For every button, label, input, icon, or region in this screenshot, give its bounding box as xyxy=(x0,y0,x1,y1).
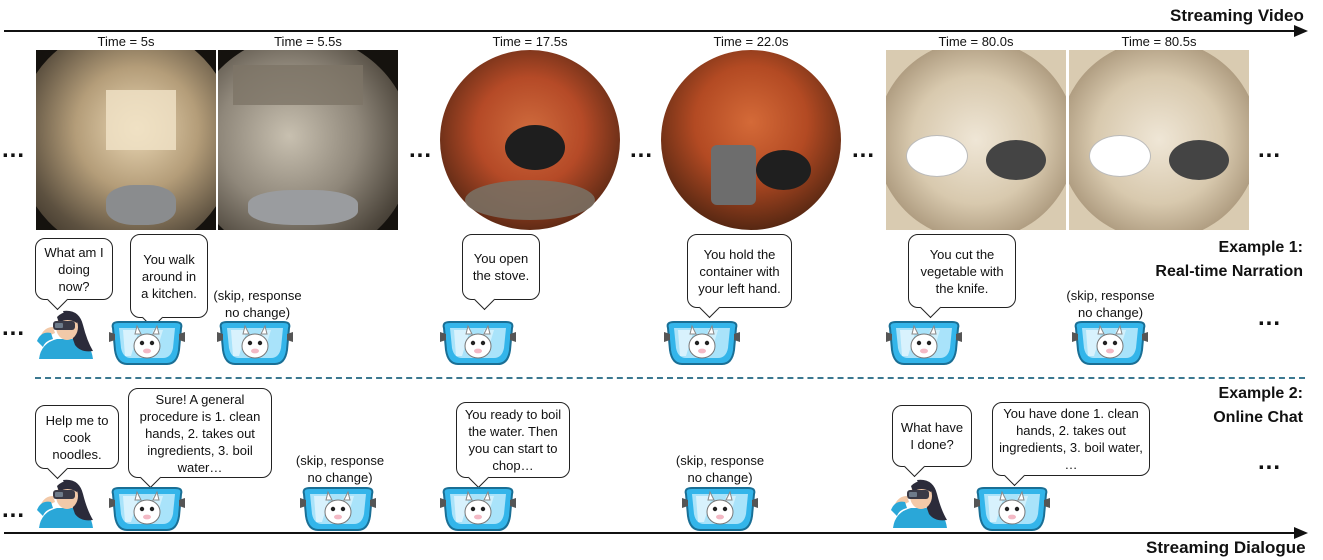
example1-title: Example 1: Real-time Narration xyxy=(1100,236,1303,284)
example2-response-2-text: You ready to boil the water. Then you ca… xyxy=(464,407,562,473)
video-frame-1 xyxy=(36,50,216,230)
example1-response-3: You hold the container with your left ha… xyxy=(687,234,792,319)
example2-user-query-2: What have I done? xyxy=(892,405,972,478)
ellipsis-video-2: ... xyxy=(409,136,433,163)
example1-user-query: What am I doing now? xyxy=(35,238,113,311)
example1-response-4: You cut the vegetable with the knife. xyxy=(908,234,1016,319)
frame-time-1: Time = 5s xyxy=(97,34,155,49)
example1-response-4-text: You cut the vegetable with the knife. xyxy=(920,246,1004,296)
example1-user-icon xyxy=(37,310,93,359)
ellipsis-video-3: ... xyxy=(630,136,654,163)
example2-user-query-1: Help me to cook noodles. xyxy=(35,405,119,480)
example1-response-2: You open the stove. xyxy=(462,234,540,311)
example1-response-3-text: You hold the container with your left ha… xyxy=(698,246,781,296)
example2-skip-note-2: (skip, response no change) xyxy=(675,453,765,485)
frame-time-4: Time = 22.0s xyxy=(713,34,789,49)
example2-assistant-icon-3 xyxy=(440,487,516,531)
example1-assistant-icon-6 xyxy=(1072,321,1148,365)
example1-skip-note-1: (skip, response no change) xyxy=(213,288,302,320)
frame-time-2: Time = 5.5s xyxy=(274,34,342,49)
example2-title-line1: Example 2: xyxy=(1218,385,1303,402)
example1-assistant-icon-2 xyxy=(217,321,293,365)
example2-assistant-icon-2 xyxy=(300,487,376,531)
example1-user-query-text: What am I doing now? xyxy=(44,244,104,294)
streaming-dialogue-axis xyxy=(4,532,1298,534)
frame-time-3: Time = 17.5s xyxy=(492,34,568,49)
example1-assistant-icon-1 xyxy=(109,321,185,365)
example2-user-query-2-text: What have I done? xyxy=(900,420,964,452)
video-frame-3 xyxy=(440,50,620,230)
streaming-video-axis xyxy=(4,30,1298,32)
streaming-dialogue-arrowhead xyxy=(1294,527,1308,539)
video-frame-2 xyxy=(218,50,398,230)
examples-divider xyxy=(35,377,1305,379)
example1-response-2-text: You open the stove. xyxy=(472,251,530,283)
example1-assistant-icon-3 xyxy=(440,321,516,365)
example2-assistant-icon-4 xyxy=(682,487,758,531)
example2-assistant-icon-1 xyxy=(109,487,185,531)
ellipsis-example2-end: ... xyxy=(1258,448,1282,475)
example2-assistant-icon-5 xyxy=(974,487,1050,531)
example1-assistant-icon-5 xyxy=(886,321,962,365)
example2-response-1: Sure! A general procedure is 1. clean ha… xyxy=(128,388,272,489)
video-frame-5 xyxy=(886,50,1066,230)
video-frame-6 xyxy=(1069,50,1249,230)
streaming-video-label: Streaming Video xyxy=(1170,6,1304,25)
example2-response-2: You ready to boil the water. Then you ca… xyxy=(456,402,570,489)
streaming-video-arrowhead xyxy=(1294,25,1308,37)
example2-skip-note-1: (skip, response no change) xyxy=(295,453,385,485)
example2-response-final: You have done 1. clean hands, 2. takes o… xyxy=(992,402,1150,487)
streaming-dialogue-label: Streaming Dialogue xyxy=(1146,538,1306,557)
example2-title-line2: Online Chat xyxy=(1213,409,1303,426)
example2-user-query-1-text: Help me to cook noodles. xyxy=(45,412,109,462)
example2-user-icon-1 xyxy=(37,479,93,528)
ellipsis-example2-start: ... xyxy=(2,496,26,523)
ellipsis-example1-end: ... xyxy=(1258,304,1282,331)
example1-title-line1: Example 1: xyxy=(1218,239,1303,256)
frame-time-6: Time = 80.5s xyxy=(1121,34,1197,49)
ellipsis-video-start: ... xyxy=(2,136,26,163)
example1-response-1-text: You walk around in a kitchen. xyxy=(141,251,197,301)
example1-response-1: You walk around in a kitchen. xyxy=(130,234,208,329)
frame-time-5: Time = 80.0s xyxy=(938,34,1014,49)
example2-response-final-text: You have done 1. clean hands, 2. takes o… xyxy=(999,406,1143,472)
example1-title-line2: Real-time Narration xyxy=(1155,263,1303,280)
example2-user-icon-2 xyxy=(891,479,947,528)
ellipsis-video-end: ... xyxy=(1258,136,1282,163)
example1-skip-note-2: (skip, response no change) xyxy=(1066,288,1155,320)
example2-response-1-text: Sure! A general procedure is 1. clean ha… xyxy=(139,391,261,475)
ellipsis-video-4: ... xyxy=(852,136,876,163)
video-frame-4 xyxy=(661,50,841,230)
example1-assistant-icon-4 xyxy=(664,321,740,365)
ellipsis-example1-start: ... xyxy=(2,314,26,341)
example2-title: Example 2: Online Chat xyxy=(1100,382,1303,430)
